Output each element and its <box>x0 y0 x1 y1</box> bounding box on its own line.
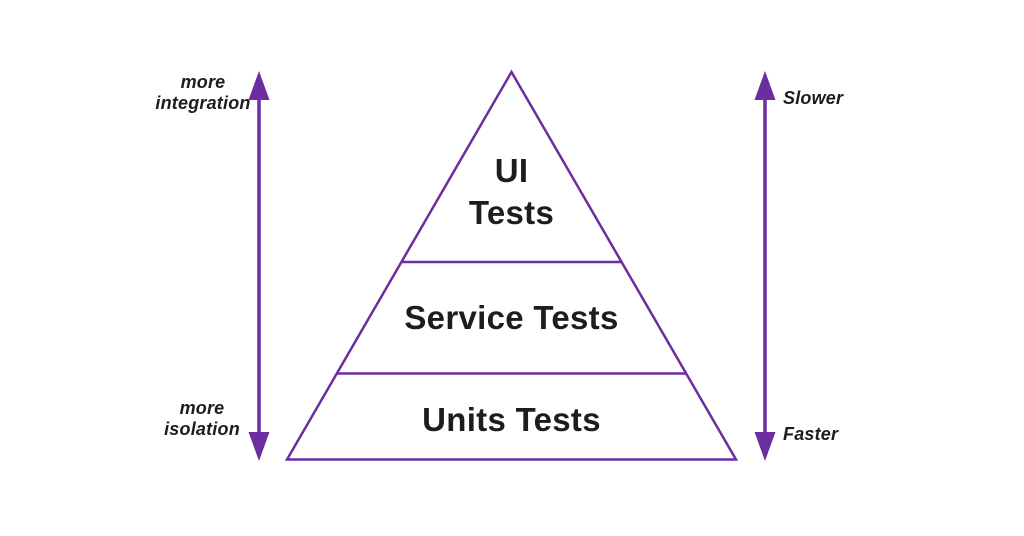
integration-axis-arrow <box>248 71 270 461</box>
isolation-label-line2: isolation <box>164 419 240 439</box>
arrowhead-up-icon <box>248 71 270 100</box>
isolation-label: more isolation <box>122 398 282 440</box>
arrowhead-up-icon <box>754 71 776 100</box>
speed-axis-arrow <box>754 71 776 461</box>
slower-label: Slower <box>783 88 844 108</box>
isolation-label-line1: more <box>179 398 225 418</box>
service-tests-label: Service Tests <box>404 299 619 336</box>
pyramid-outline <box>284 69 739 461</box>
ui-tests-label: UI Tests <box>411 150 612 234</box>
arrowhead-down-icon <box>248 432 270 461</box>
ui-tests-label-line2: Tests <box>468 194 555 231</box>
integration-label-line1: more <box>180 72 226 92</box>
units-tests-label: Units Tests <box>422 401 601 438</box>
integration-label: more integration <box>123 72 283 114</box>
arrowhead-down-icon <box>754 432 776 461</box>
integration-label-line2: integration <box>155 93 251 113</box>
faster-label: Faster <box>783 424 839 444</box>
ui-tests-label-line1: UI <box>494 152 529 189</box>
